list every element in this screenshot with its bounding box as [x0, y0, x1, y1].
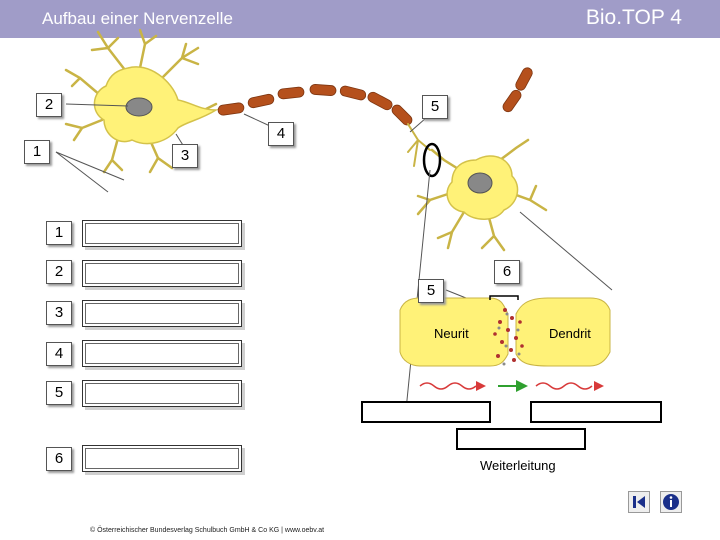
- page-title: Aufbau einer Nervenzelle: [42, 9, 233, 28]
- answer-field-3-inner: [85, 303, 239, 324]
- synapse-answer-right[interactable]: [530, 401, 662, 423]
- synapse-callout-5: 5: [418, 279, 444, 303]
- synapse-detail: [399, 295, 611, 367]
- answer-field-6-inner: [85, 448, 239, 469]
- answer-field-4-inner: [85, 343, 239, 364]
- dendrit-label: Dendrit: [549, 326, 591, 341]
- synapse-callout-6: 6: [494, 260, 520, 284]
- synapse-answer-center[interactable]: [456, 428, 586, 450]
- back-button[interactable]: [628, 491, 650, 513]
- brand-logo: Bio.TOP 4: [585, 6, 682, 29]
- neurit-label: Neurit: [434, 326, 469, 341]
- answer-field-1-inner: [85, 223, 239, 244]
- answer-field-6[interactable]: [82, 445, 242, 472]
- skip-back-icon: [633, 496, 645, 508]
- callout-5-label: 5: [422, 95, 448, 119]
- copyright-footer: © Österreichischer Bundesverlag Schulbuc…: [90, 527, 325, 534]
- answer-field-4[interactable]: [82, 340, 242, 367]
- neuron-right: [416, 138, 548, 252]
- callout-3-label: 3: [172, 144, 198, 168]
- answer-field-5[interactable]: [82, 380, 242, 407]
- axon-terminals: [407, 123, 431, 167]
- signal-arrows: [419, 380, 604, 392]
- callout-1-label: 1: [24, 140, 50, 164]
- answer-field-5-inner: [85, 383, 239, 404]
- row-5-number: 5: [46, 381, 72, 405]
- row-2-number: 2: [46, 260, 72, 284]
- row-4-number: 4: [46, 342, 72, 366]
- callout-4-label: 4: [268, 122, 294, 146]
- answer-field-3[interactable]: [82, 300, 242, 327]
- transmission-label: Weiterleitung: [480, 458, 556, 473]
- neurotransmitter-dots: [493, 308, 524, 362]
- callout-2-label: 2: [36, 93, 62, 117]
- myelin-sheath: [217, 67, 533, 126]
- dendrites-right: [416, 138, 548, 252]
- synapse-answer-left[interactable]: [361, 401, 491, 423]
- neuron-left: [64, 28, 219, 174]
- synapse-highlight-ring: [422, 142, 442, 178]
- answer-field-2[interactable]: [82, 260, 242, 287]
- row-1-number: 1: [46, 221, 72, 245]
- header-bar: Aufbau einer Nervenzelle Bio.TOP 4: [0, 0, 720, 38]
- info-icon: [663, 494, 679, 510]
- answer-field-2-inner: [85, 263, 239, 284]
- info-button[interactable]: [660, 491, 682, 513]
- row-3-number: 3: [46, 301, 72, 325]
- answer-field-1[interactable]: [82, 220, 242, 247]
- row-6-number: 6: [46, 447, 72, 471]
